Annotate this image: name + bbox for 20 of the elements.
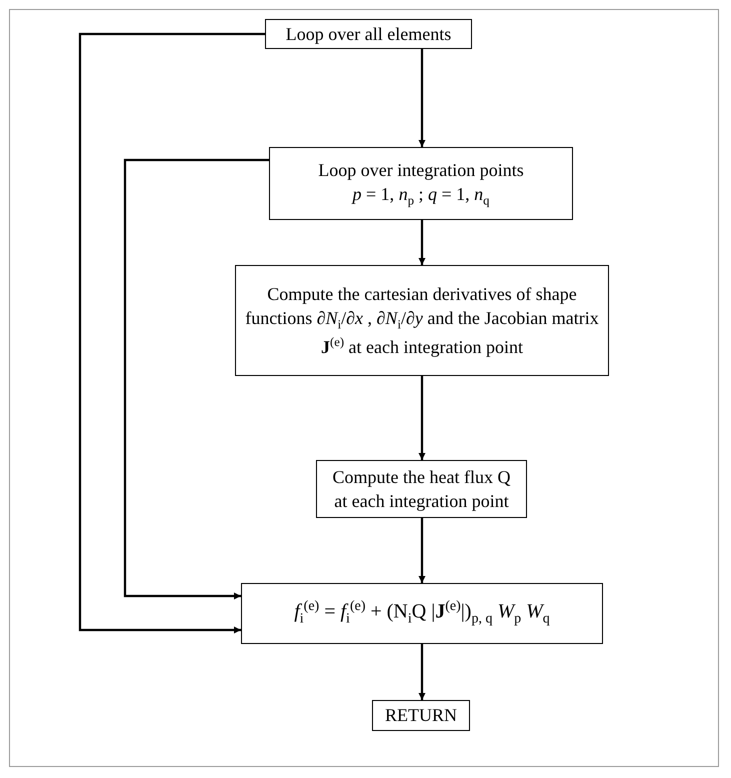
- box-text: Compute the heat flux Q at each integration point: [332, 466, 512, 513]
- flow-arrow: [78, 32, 265, 634]
- process-box: [372, 700, 470, 731]
- flow-arrow: [418, 220, 426, 265]
- process-box: [241, 583, 603, 644]
- box-text: p = 1, n$_{p}$ ; q = 1, n$_{q}$: [352, 182, 490, 210]
- flow-arrow: [418, 49, 426, 147]
- flow-arrow: [418, 376, 426, 460]
- box-text: Compute the cartesian derivatives of shape functions ∂N$_{i}$/∂x , ∂N$_{i}$/∂y and the Jacobian matrix J$^{(e)}$ at each integration point: [244, 282, 600, 359]
- box-text: Loop over integration points: [318, 158, 524, 182]
- box-text: Loop over all elements: [286, 22, 452, 46]
- process-box: [265, 19, 472, 49]
- box-text: RETURN: [385, 704, 457, 728]
- process-box: [235, 265, 609, 376]
- flow-arrow: [418, 518, 426, 583]
- flow-arrow: [418, 644, 426, 700]
- box-text: f$_{i}$$^{(e)}$ = f$_{i}$$^{(e)}$ + (N$_{i}$Q |J$^{(e)}$|)$_{p, q}$ W$_{p}$ W$_{q}$: [294, 598, 550, 628]
- process-box: [316, 460, 527, 518]
- process-box: [269, 147, 573, 220]
- flow-arrow: [124, 158, 269, 600]
